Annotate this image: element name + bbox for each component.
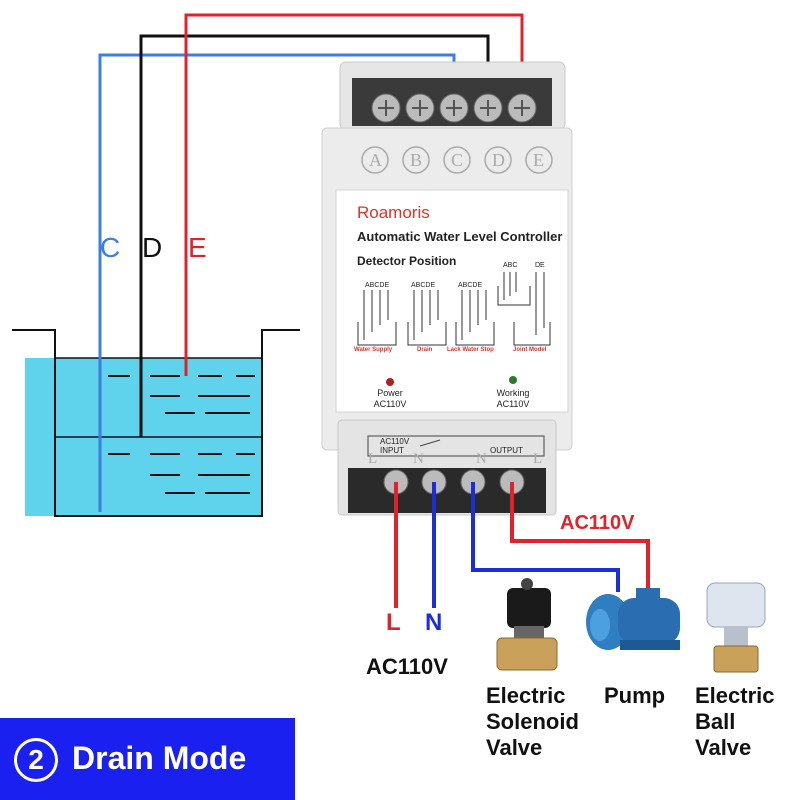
- working-label-text: Working: [496, 388, 530, 398]
- mode-number-badge: 2: [14, 738, 58, 782]
- mode-banner: 2 Drain Mode: [0, 718, 295, 800]
- mode-letters-4a: ABC: [503, 262, 518, 269]
- pump-label: Pump: [604, 683, 666, 708]
- device-title: Automatic Water Level Controller: [357, 229, 563, 244]
- top-terminal-screws: [371, 93, 537, 123]
- mode-letters-2: ABCDE: [411, 282, 436, 289]
- probe-c-label: C: [100, 232, 121, 263]
- bottom-term-l1: L: [368, 451, 378, 467]
- terminal-b: B: [410, 150, 423, 170]
- mode-joint-model: Joint Model: [513, 347, 547, 353]
- pump-line-wire: [510, 482, 650, 592]
- bottom-term-n1: N: [413, 451, 424, 467]
- solenoid-line-2: Solenoid: [486, 709, 579, 734]
- power-label-text: Power: [377, 388, 403, 398]
- ball-line-3: Valve: [695, 735, 752, 760]
- water-tank: [12, 329, 300, 517]
- probe-d-label: D: [142, 232, 163, 263]
- probe-e-label: E: [188, 232, 207, 263]
- solenoid-line-3: Valve: [486, 735, 543, 760]
- mode-diagrams: [357, 272, 551, 346]
- relay-voltage: AC110V: [380, 437, 410, 446]
- ball-valve-label: Electric Ball Valve: [695, 683, 775, 761]
- input-label: INPUT: [380, 446, 404, 455]
- pump: [586, 588, 680, 650]
- line-label: L: [386, 609, 401, 636]
- supply-voltage-label: AC110V: [366, 654, 448, 679]
- terminal-c: C: [451, 150, 464, 170]
- mode-letters-3: ABCDE: [458, 282, 483, 289]
- probe-e-wire: [184, 13, 524, 376]
- ball-valve: [706, 582, 766, 673]
- device-subtitle: Detector Position: [357, 254, 457, 268]
- output-voltage-label: AC110V: [560, 512, 635, 534]
- mode-drain: Drain: [417, 347, 433, 353]
- terminal-d: D: [492, 150, 505, 170]
- solenoid-line-1: Electric: [486, 683, 566, 708]
- pump-neutral-wire: [471, 482, 620, 592]
- bottom-term-l2: L: [533, 451, 543, 467]
- device-brand: Roamoris: [357, 203, 430, 222]
- working-voltage-text: AC110V: [496, 399, 530, 409]
- controller-device: [321, 61, 573, 516]
- power-led: [386, 378, 394, 386]
- working-led: [509, 376, 517, 384]
- terminal-e: E: [533, 150, 544, 170]
- mode-letters-1: ABCDE: [365, 282, 390, 289]
- water-level-marks: [108, 375, 255, 494]
- mode-title: Drain Mode: [72, 740, 247, 776]
- mode-water-supply: Water Supply: [354, 347, 393, 353]
- terminal-a: A: [369, 150, 382, 170]
- output-label: OUTPUT: [490, 446, 523, 455]
- mode-lack-water-stop: Lack Water Stop: [447, 347, 494, 353]
- power-voltage-text: AC110V: [373, 399, 407, 409]
- neutral-label: N: [425, 609, 443, 636]
- ball-line-1: Electric: [695, 683, 775, 708]
- solenoid-valve: [496, 578, 558, 671]
- working-label: Working AC110V: [488, 388, 538, 410]
- device-label-panel: [335, 189, 569, 413]
- solenoid-valve-label: Electric Solenoid Valve: [486, 683, 579, 761]
- power-label: Power AC110V: [365, 388, 415, 410]
- ball-line-2: Ball: [695, 709, 736, 734]
- mode-letters-4b: DE: [535, 262, 545, 269]
- bottom-term-n2: N: [476, 451, 487, 467]
- tank-outline: [12, 329, 300, 517]
